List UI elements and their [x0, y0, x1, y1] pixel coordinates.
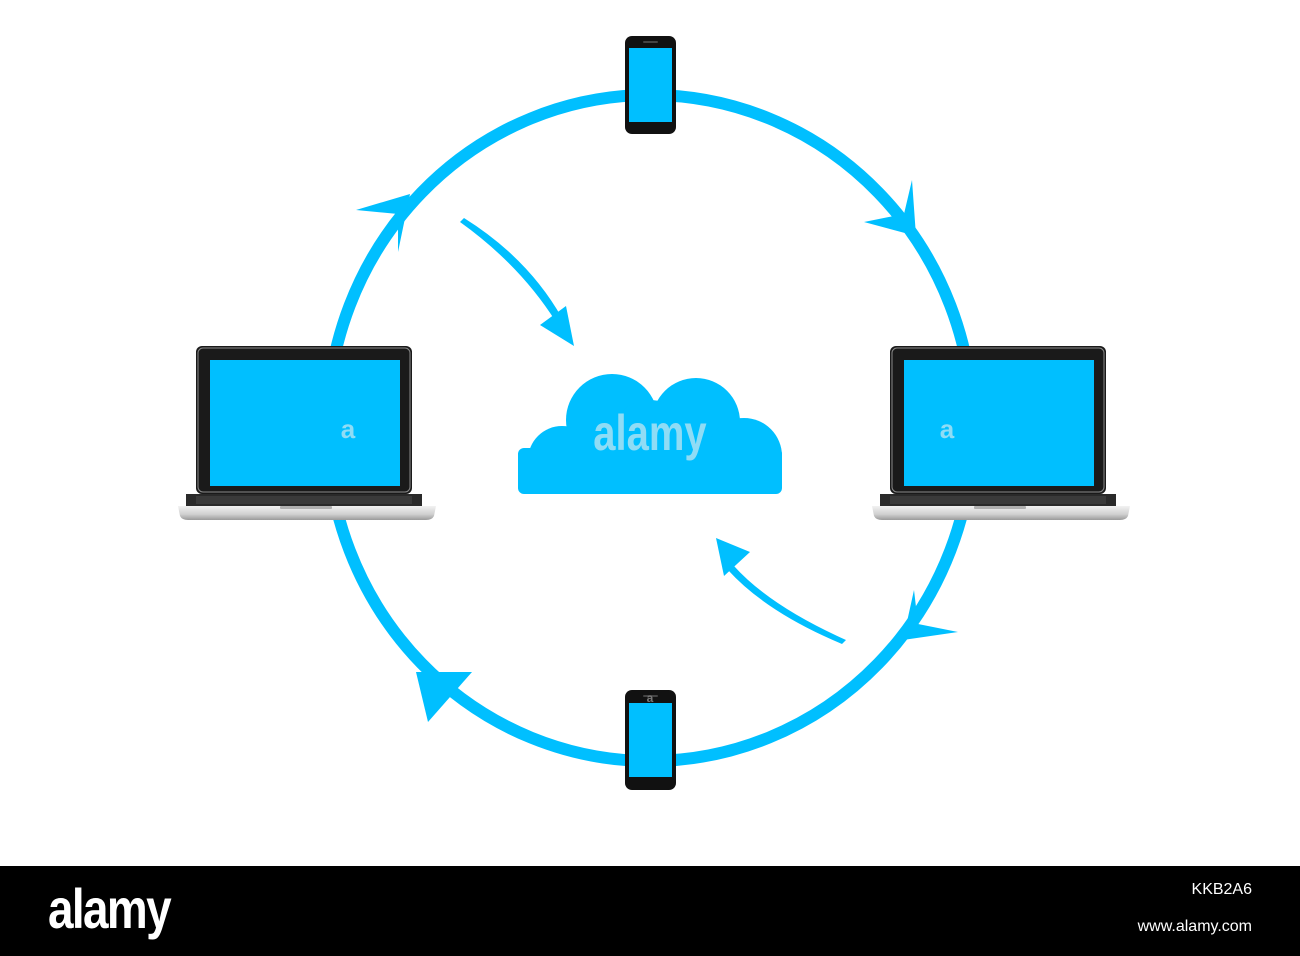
phone-screen-watermark: a: [647, 691, 654, 705]
inner-arrow-lower-right: [728, 566, 846, 644]
watermark-footer: alamy KKB2A6 www.alamy.com: [0, 866, 1300, 956]
inner-arrow-lower-right-head: [716, 538, 750, 576]
smartphone-top: [625, 36, 676, 134]
laptop-right: a: [872, 346, 1130, 520]
footer-url: www.alamy.com: [1137, 918, 1252, 935]
ring-arrowhead-bottom-left: [416, 672, 472, 722]
smartphone-bottom: a: [625, 690, 676, 790]
laptop-left: a: [178, 346, 436, 520]
inner-arrow-upper-left-head: [540, 306, 574, 346]
cloud-sync-diagram: alamy a a: [178, 36, 1130, 790]
ring-arrowhead-bottom-right: [903, 590, 958, 640]
cloud-label: alamy: [593, 405, 706, 461]
ring-arrowhead-top-left: [356, 194, 410, 252]
inner-arrow-upper-left: [460, 218, 562, 322]
laptop-right-screen-watermark: a: [940, 414, 955, 444]
footer-logo: alamy: [48, 877, 172, 940]
cloud-icon: [518, 374, 782, 494]
ring-arrowhead-top-right: [864, 180, 916, 236]
footer-image-id: KKB2A6: [1191, 881, 1252, 898]
laptop-left-screen-watermark: a: [341, 414, 356, 444]
diagram-canvas: alamy a a: [178, 36, 1130, 790]
